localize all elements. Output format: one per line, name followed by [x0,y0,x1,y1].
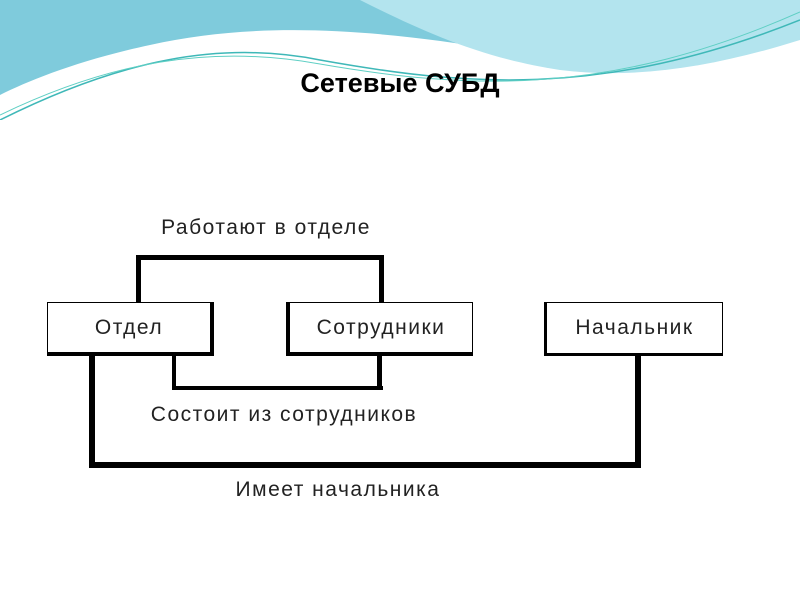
slide-title: Сетевые СУБД [300,68,500,98]
entity-label: Отдел [94,315,164,339]
connector-consists-of [172,386,383,390]
relation-label-works-in-dept: Работают в отделе [161,216,371,239]
slide-background-waves [0,0,800,120]
entity-label: Сотрудники [316,315,446,339]
relation-label-has-boss: Имеет начальника [235,478,441,501]
entity-box-dept[interactable]: Отдел [47,302,214,356]
connector-works-in-dept [379,255,384,303]
connector-works-in-dept [136,255,141,303]
connector-has-boss [635,354,641,468]
entity-label: Начальник [575,316,694,339]
connector-consists-of [172,354,176,390]
entity-box-boss[interactable]: Начальник [544,302,723,356]
entity-box-employees[interactable]: Сотрудники [286,302,473,356]
connector-consists-of [377,354,382,390]
relation-label-consists-of: Состоит из сотрудников [150,403,418,426]
connector-has-boss [89,462,641,468]
connector-has-boss [89,354,95,468]
connector-works-in-dept [136,255,384,260]
